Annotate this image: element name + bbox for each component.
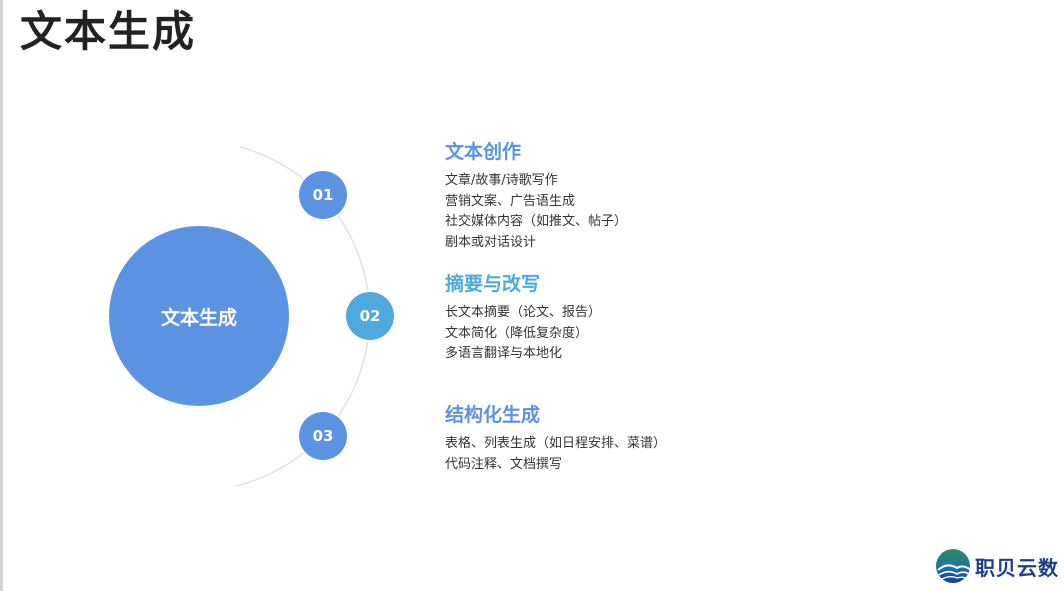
list-item: 文本简化（降低复杂度） <box>445 325 589 341</box>
list-item: 表格、列表生成（如日程安排、菜谱） <box>445 436 667 451</box>
wave-globe-logo-icon <box>936 549 972 583</box>
section-heading: 文本创作 <box>445 141 522 163</box>
node-01: 01 <box>299 171 347 219</box>
list-item: 剧本或对话设计 <box>445 234 537 250</box>
center-topic-circle: 文本生成 <box>109 226 289 406</box>
list-item: 长文本摘要（论文、报告） <box>445 305 602 320</box>
node-number: 02 <box>359 307 381 325</box>
left-border <box>0 0 3 591</box>
section-summary-rewrite: 摘要与改写 长文本摘要（论文、报告） 文本简化（降低复杂度） 多语言翻译与本地化 <box>445 271 601 365</box>
center-topic-label: 文本生成 <box>160 306 237 329</box>
brand-logo: 职贝云数 <box>935 548 1059 584</box>
section-text-creation: 文本创作 文章/故事/诗歌写作 营销文案、广告语生成 社交媒体内容（如推文、帖子… <box>445 139 627 253</box>
list-item: 多语言翻译与本地化 <box>445 346 563 361</box>
section-structured-generation: 结构化生成 表格、列表生成（如日程安排、菜谱） 代码注释、文档撰写 <box>445 402 666 475</box>
node-03: 03 <box>299 412 347 460</box>
list-item: 代码注释、文档撰写 <box>445 456 563 472</box>
node-02: 02 <box>346 292 394 340</box>
brand-name: 职贝云数 <box>975 555 1059 580</box>
list-item: 营销文案、广告语生成 <box>445 193 576 209</box>
node-number: 01 <box>312 186 334 204</box>
page-title: 文本生成 <box>20 7 197 56</box>
list-item: 社交媒体内容（如推文、帖子） <box>445 214 628 229</box>
list-item: 文章/故事/诗歌写作 <box>445 173 558 188</box>
node-number: 03 <box>312 427 334 445</box>
section-heading: 结构化生成 <box>445 404 541 426</box>
section-heading: 摘要与改写 <box>445 273 541 295</box>
